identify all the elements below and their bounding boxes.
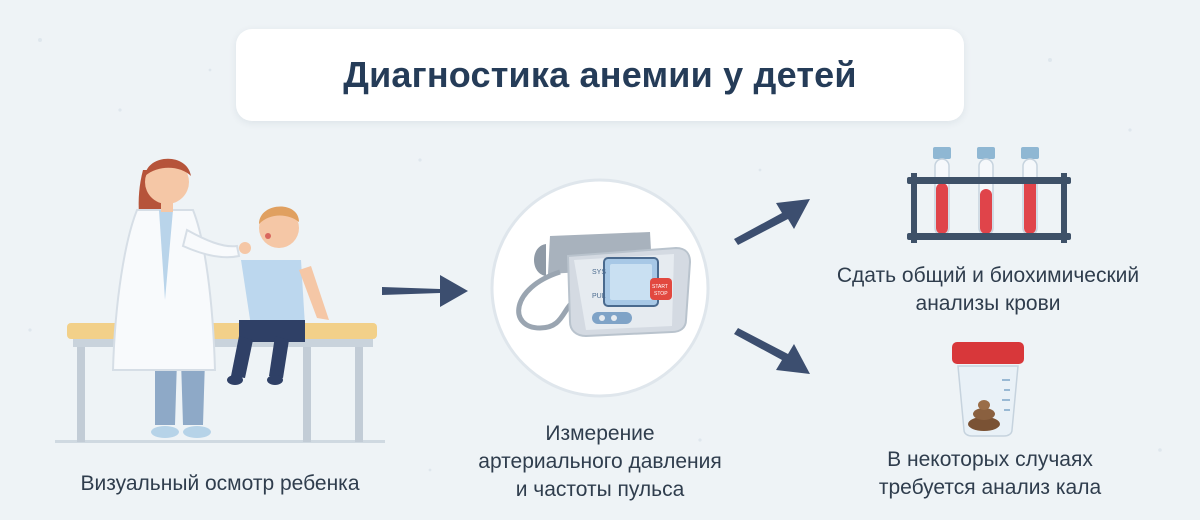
monitor-stop-label: STOP bbox=[654, 291, 668, 297]
caption-line: Сдать общий и биохимический bbox=[836, 264, 1140, 287]
stool-sample-jar-illustration bbox=[952, 342, 1024, 437]
blood-pressure-monitor-illustration: SYS PUL START STOP bbox=[490, 178, 710, 398]
arrow-up-right-icon bbox=[734, 199, 810, 245]
arrow-down-right-icon bbox=[734, 328, 810, 374]
caption-blood-tests: Сдать общий и биохимический анализы кров… bbox=[800, 262, 1176, 318]
monitor-sys-label: SYS bbox=[592, 269, 606, 276]
caption-line: и частоты пульса bbox=[515, 478, 685, 501]
caption-line: анализы крови bbox=[915, 292, 1061, 315]
caption-pressure: Измерение артериального давления и часто… bbox=[440, 420, 760, 504]
title-card: Диагностика анемии у детей bbox=[236, 29, 964, 121]
caption-visual-exam: Визуальный осмотр ребенка bbox=[40, 470, 400, 498]
caption-line: Измерение bbox=[545, 422, 655, 445]
blood-test-tubes-illustration bbox=[907, 147, 1071, 243]
caption-line: артериального давления bbox=[478, 450, 722, 473]
caption-line: Визуальный осмотр ребенка bbox=[80, 472, 360, 495]
arrow-right-icon bbox=[382, 275, 468, 307]
monitor-pul-label: PUL bbox=[592, 293, 606, 300]
doctor-examining-child-illustration bbox=[55, 158, 385, 443]
monitor-start-label: START bbox=[652, 284, 668, 290]
caption-stool-test: В некоторых случаях требуется анализ кал… bbox=[830, 446, 1150, 502]
caption-line: требуется анализ кала bbox=[878, 476, 1102, 499]
caption-line: В некоторых случаях bbox=[887, 448, 1093, 471]
page-title: Диагностика анемии у детей bbox=[343, 54, 857, 95]
